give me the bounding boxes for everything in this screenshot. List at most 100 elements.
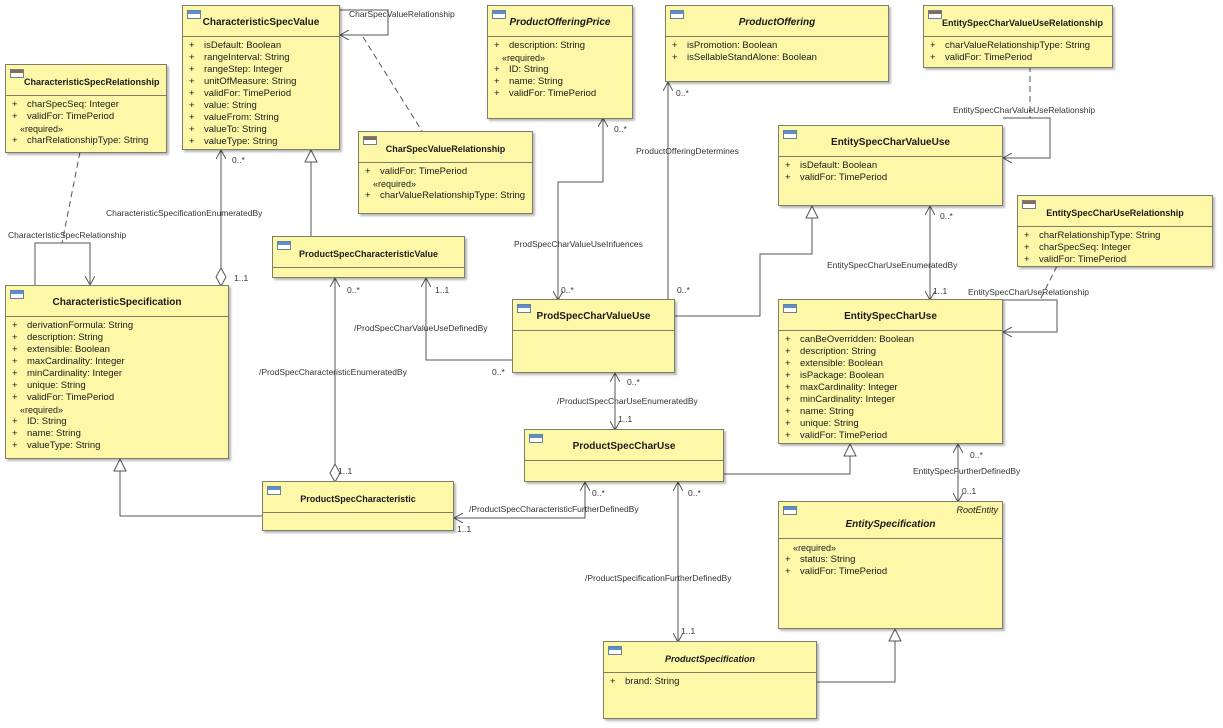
attribute: +name: String [494, 76, 563, 87]
attribute: +ID: String [494, 64, 549, 75]
attribute: +isPackage: Boolean [785, 370, 884, 381]
attribute-list: +isDefault: Boolean +rangeInterval: Stri… [183, 37, 339, 151]
multiplicity: 1..1 [933, 286, 948, 296]
class-char-spec-value-relationship[interactable]: CharSpecValueRelationship +validFor: Tim… [358, 131, 533, 214]
class-icon [783, 130, 797, 139]
attribute: +description: String [494, 40, 586, 51]
class-product-specification[interactable]: ProductSpecification +brand: String [603, 641, 817, 719]
assoc-label: /ProductSpecificationFurtherDefinedBy [585, 573, 732, 583]
attribute: +validFor: TimePeriod [12, 111, 115, 122]
attribute: +ID: String [12, 416, 67, 427]
class-prod-spec-char-value-use[interactable]: ProdSpecCharValueUse [512, 299, 675, 373]
attribute: +isDefault: Boolean [785, 160, 878, 171]
attribute: +maxCardinality: Integer [12, 356, 125, 367]
csv-self-link [340, 9, 389, 35]
attribute: +validFor: TimePeriod [785, 172, 888, 183]
assoc-label: ProductOfferingDetermines [636, 146, 739, 156]
multiplicity: 1..1 [618, 414, 633, 424]
attribute: +valueType: String [12, 440, 101, 451]
class-icon [670, 10, 684, 19]
attribute: +name: String [12, 428, 81, 439]
class-characteristic-spec-relationship[interactable]: CharacteristicSpecRelationship +charSpec… [5, 64, 167, 153]
pscvu-defined-by [426, 278, 513, 361]
pscu-gen [724, 444, 850, 475]
multiplicity: 0..* [232, 155, 245, 165]
assoc-label: /ProdSpecCharacteristicEnumeratedBy [259, 367, 407, 377]
class-title: ProductSpecCharacteristic [300, 494, 416, 504]
attribute: +canBeOverridden: Boolean [785, 334, 915, 345]
class-characteristic-specification[interactable]: CharacteristicSpecification +derivationF… [5, 285, 229, 459]
class-entity-spec-char-value-use-relationship[interactable]: EntitySpecCharValueUseRelationship +char… [923, 5, 1113, 68]
escvu-self [1003, 117, 1051, 158]
attribute: +charRelationshipType: String [12, 135, 149, 146]
attribute-list: +brand: String [604, 673, 816, 691]
class-title: ProductSpecCharacteristicValue [298, 249, 439, 259]
class-icon [783, 506, 797, 515]
multiplicity: 0..* [492, 367, 505, 377]
class-characteristic-spec-value[interactable]: CharacteristicSpecValue +isDefault: Bool… [182, 5, 340, 150]
multiplicity: 0..* [688, 488, 701, 498]
attribute: +minCardinality: Integer [785, 394, 896, 405]
class-title: EntitySpecCharValueUse [831, 137, 950, 148]
attribute-list: +isPromotion: Boolean +isSellableStandAl… [666, 37, 888, 67]
required-stereotype: «required» [502, 53, 546, 63]
attribute: +minCardinality: Integer [12, 368, 123, 379]
assoc-label: CharSpecValueRelationship [349, 9, 455, 19]
multiplicity: 0..* [970, 450, 983, 460]
class-icon [529, 434, 543, 443]
class-title: ProductOfferingPrice [509, 17, 611, 28]
attribute: +valueFrom: String [189, 112, 279, 123]
multiplicity: 0..1 [962, 486, 977, 496]
cs-self-link [34, 242, 90, 285]
assoc-label: ProdSpecCharValueUseInfuences [514, 239, 643, 249]
attribute-list: «required» +status: String +validFor: Ti… [779, 539, 1002, 581]
class-icon [492, 10, 506, 19]
attribute: +validFor: TimePeriod [12, 392, 115, 403]
class-title: CharacteristicSpecRelationship [24, 77, 160, 87]
escu-rel-dashed [1039, 265, 1058, 301]
attribute: +extensible: Boolean [12, 344, 110, 355]
psc-gen [120, 459, 262, 517]
class-title: EntitySpecification [845, 519, 936, 530]
assoc-label: /ProductSpecCharacteristicFurtherDefined… [469, 504, 639, 514]
class-icon [1022, 200, 1036, 209]
multiplicity: 0..* [677, 285, 690, 295]
assoc-label: CharacteristicSpecRelationship [8, 230, 127, 240]
class-title: CharacteristicSpecValue [202, 17, 320, 28]
attribute: +status: String [785, 554, 856, 565]
attribute: +brand: String [610, 676, 680, 687]
multiplicity: 0..* [676, 88, 689, 98]
attribute: +validFor: TimePeriod [930, 52, 1033, 63]
class-product-spec-char-use[interactable]: ProductSpecCharUse [524, 429, 724, 482]
attribute-list: +charValueRelationshipType: String +vali… [924, 37, 1112, 67]
attribute: +value: String [189, 100, 257, 111]
class-entity-spec-char-use[interactable]: EntitySpecCharUse +canBeOverridden: Bool… [778, 299, 1003, 444]
class-entity-spec-char-value-use[interactable]: EntitySpecCharValueUse +isDefault: Boole… [778, 125, 1003, 206]
class-product-spec-characteristic-value[interactable]: ProductSpecCharacteristicValue [272, 236, 465, 278]
multiplicity: 0..* [940, 211, 953, 221]
attribute: +valueType: String [189, 136, 278, 147]
attribute: +validFor: TimePeriod [365, 166, 468, 177]
csv-rel-dashed [362, 36, 423, 132]
assoc-label: /ProductSpecCharUseEnumeratedBy [557, 396, 698, 406]
attribute: +rangeInterval: String [189, 52, 290, 63]
class-title: EntitySpecCharValueUseRelationship [942, 18, 1104, 28]
class-title: ProductSpecification [664, 654, 755, 664]
multiplicity: 1..1 [435, 285, 450, 295]
multiplicity: 1..1 [457, 524, 472, 534]
multiplicity: 1..1 [338, 466, 353, 476]
class-product-spec-characteristic[interactable]: ProductSpecCharacteristic [262, 481, 454, 531]
class-icon [608, 646, 622, 655]
attribute: +charRelationshipType: String [1024, 230, 1161, 241]
class-title: EntitySpecCharUseRelationship [1046, 208, 1184, 218]
class-entity-spec-char-use-relationship[interactable]: EntitySpecCharUseRelationship +charRelat… [1017, 195, 1213, 267]
attribute: +charValueRelationshipType: String [365, 190, 526, 201]
assoc-label: EntitySpecCharValueUseRelationship [953, 105, 1096, 115]
assoc-label: /ProdSpecCharValueUseDefinedBy [354, 323, 488, 333]
attribute: +isPromotion: Boolean [672, 40, 778, 51]
class-product-offering[interactable]: ProductOffering +isPromotion: Boolean +i… [665, 5, 889, 82]
multiplicity: 0..* [614, 124, 627, 134]
class-product-offering-price[interactable]: ProductOfferingPrice +description: Strin… [487, 5, 633, 119]
